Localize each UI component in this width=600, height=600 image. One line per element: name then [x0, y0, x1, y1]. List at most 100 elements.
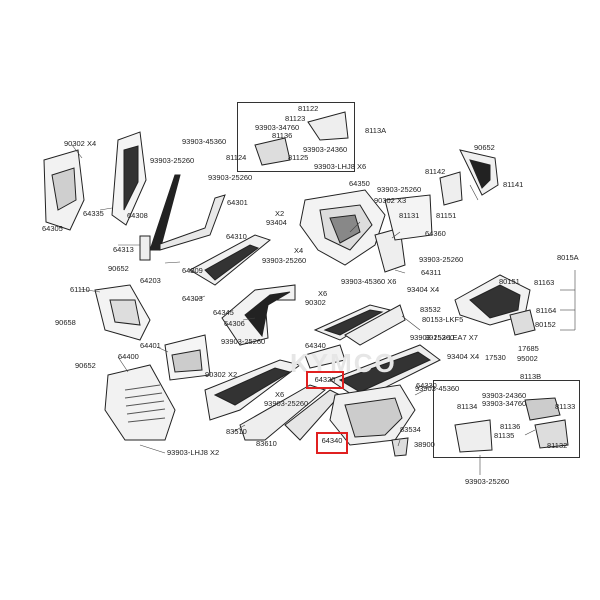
label-81123: 81123: [285, 114, 306, 123]
highlight-64340[interactable]: 64340: [316, 432, 348, 454]
label-83534: 83534: [400, 425, 421, 434]
label-64340-top: 64340: [305, 341, 326, 350]
label-8113A: 8113A: [365, 126, 387, 135]
label-x6: X6: [318, 289, 328, 298]
label-93903-45360: 93903-45360: [182, 137, 227, 146]
label-81141: 81141: [503, 180, 524, 189]
label-81151: 81151: [436, 211, 457, 220]
label-93903-34760-b: 93903-34760: [482, 399, 527, 408]
inset-box-8113B: [433, 380, 580, 458]
highlight-64320[interactable]: 64320: [306, 371, 344, 389]
label-93903-25260-c: 93903-25260: [377, 185, 422, 194]
label-93903-25260-g: 93903-25260: [221, 337, 266, 346]
label-64306: 64306: [224, 319, 245, 328]
label-81134: 81134: [457, 402, 478, 411]
label-93903-25260-b: 93903-25260: [208, 173, 253, 182]
label-64345: 64345: [213, 308, 234, 317]
label-64330: 64330: [416, 381, 437, 390]
label-64400: 64400: [118, 352, 139, 361]
label-81135: 81135: [494, 431, 515, 440]
label-81142: 81142: [425, 167, 446, 176]
label-83610: 83610: [256, 439, 277, 448]
label-90302-x4: 90302 X4: [64, 139, 97, 148]
label-93903-lhj8-x6: 93903-LHJ8 X6: [314, 162, 367, 171]
label-93903-45360-x6: 93903-45360 X6: [341, 277, 397, 286]
label-93903-45360-b: 93903-45360: [415, 384, 460, 393]
label-81164: 81164: [536, 306, 557, 315]
label-95002: 95002: [517, 354, 538, 363]
label-81136-b: 81136: [500, 422, 521, 431]
label-81122: 81122: [298, 104, 319, 113]
part-number-64320: 64320: [314, 375, 336, 384]
label-64310-top: 64310: [226, 232, 247, 241]
inset-box-8113A: [237, 102, 355, 172]
part-64313: [139, 235, 151, 261]
label-90652-b: 90652: [108, 264, 129, 273]
label-93903-25260-a: 93903-25260: [150, 156, 195, 165]
label-93903-25260-h: 93903-25260: [264, 399, 309, 408]
label-93903-24360-b: 93903-24360: [482, 391, 527, 400]
label-64360: 64360: [425, 229, 446, 238]
label-17685: 17685: [518, 344, 539, 353]
label-93903-25260-f: 93903-25260: [410, 333, 455, 342]
label-93404-x4: 93404 X4: [407, 285, 440, 294]
label-81163: 81163: [534, 278, 555, 287]
label-64303: 64303: [182, 294, 203, 303]
label-93903-25260-d: 93903-25260: [419, 255, 464, 264]
part-64310: [304, 344, 346, 369]
label-90302-x2: 90302 X2: [205, 370, 238, 379]
part-81131: [384, 194, 433, 241]
label-81131: 81131: [399, 211, 420, 220]
label-93903-24360: 93903-24360: [303, 145, 348, 154]
label-64301: 64301: [227, 198, 248, 207]
label-90658: 90658: [55, 318, 76, 327]
label-64308: 64308: [127, 211, 148, 220]
label-61110: 61110: [70, 285, 90, 294]
label-17530: 17530: [485, 353, 506, 362]
part-64301: [149, 174, 181, 251]
label-64305: 64305: [42, 224, 63, 233]
label-38900: 38900: [414, 440, 435, 449]
label-x2: X2: [275, 209, 285, 218]
label-64203: 64203: [140, 276, 161, 285]
label-x4-a: X4: [294, 246, 304, 255]
label-64309: 64309: [182, 266, 203, 275]
label-64313: 64313: [113, 245, 134, 254]
label-90302-b: 90302: [305, 298, 326, 307]
label-93903-25260-i: 93903-25260: [465, 477, 510, 486]
label-93903-lhj8-x2: 93903-LHJ8 X2: [167, 448, 220, 457]
label-83532: 83532: [420, 305, 441, 314]
label-83510: 83510: [226, 427, 247, 436]
label-64335: 64335: [83, 209, 104, 218]
label-93404: 93404: [266, 218, 287, 227]
part-38900: [391, 437, 409, 457]
part-83610: [239, 384, 327, 441]
label-81124: 81124: [226, 153, 247, 162]
part-83532: [344, 304, 406, 346]
label-80153-lea7-x7: 80153-LEA7 X7: [425, 333, 478, 342]
label-80151: 80151: [499, 277, 520, 286]
label-8113B: 8113B: [520, 372, 542, 381]
label-93903-34760: 93903-34760: [255, 123, 300, 132]
label-64350: 64350: [349, 179, 370, 188]
part-81142: [439, 171, 463, 206]
label-81132: 81132: [547, 441, 568, 450]
label-80153-lkf5: 80153-LKF5: [422, 315, 464, 324]
label-93404-x4-b: 93404 X4: [447, 352, 480, 361]
label-81133: 81133: [555, 402, 576, 411]
label-90302-x3: 90302 X3: [374, 196, 407, 205]
label-64311: 64311: [421, 268, 442, 277]
label-x6-b: X6: [275, 390, 285, 399]
label-90652-c: 90652: [75, 361, 96, 370]
part-80152: [509, 309, 536, 336]
label-90652-a: 90652: [474, 143, 495, 152]
label-93903-25260-e: 93903-25260: [262, 256, 307, 265]
part-number-64340: 64340: [321, 436, 343, 445]
label-81125: 81125: [288, 153, 309, 162]
part-64400: [104, 364, 176, 441]
label-80152: 80152: [535, 320, 556, 329]
label-8015A: 8015A: [557, 253, 579, 262]
label-64401: 64401: [140, 341, 161, 350]
label-81136: 81136: [272, 131, 293, 140]
